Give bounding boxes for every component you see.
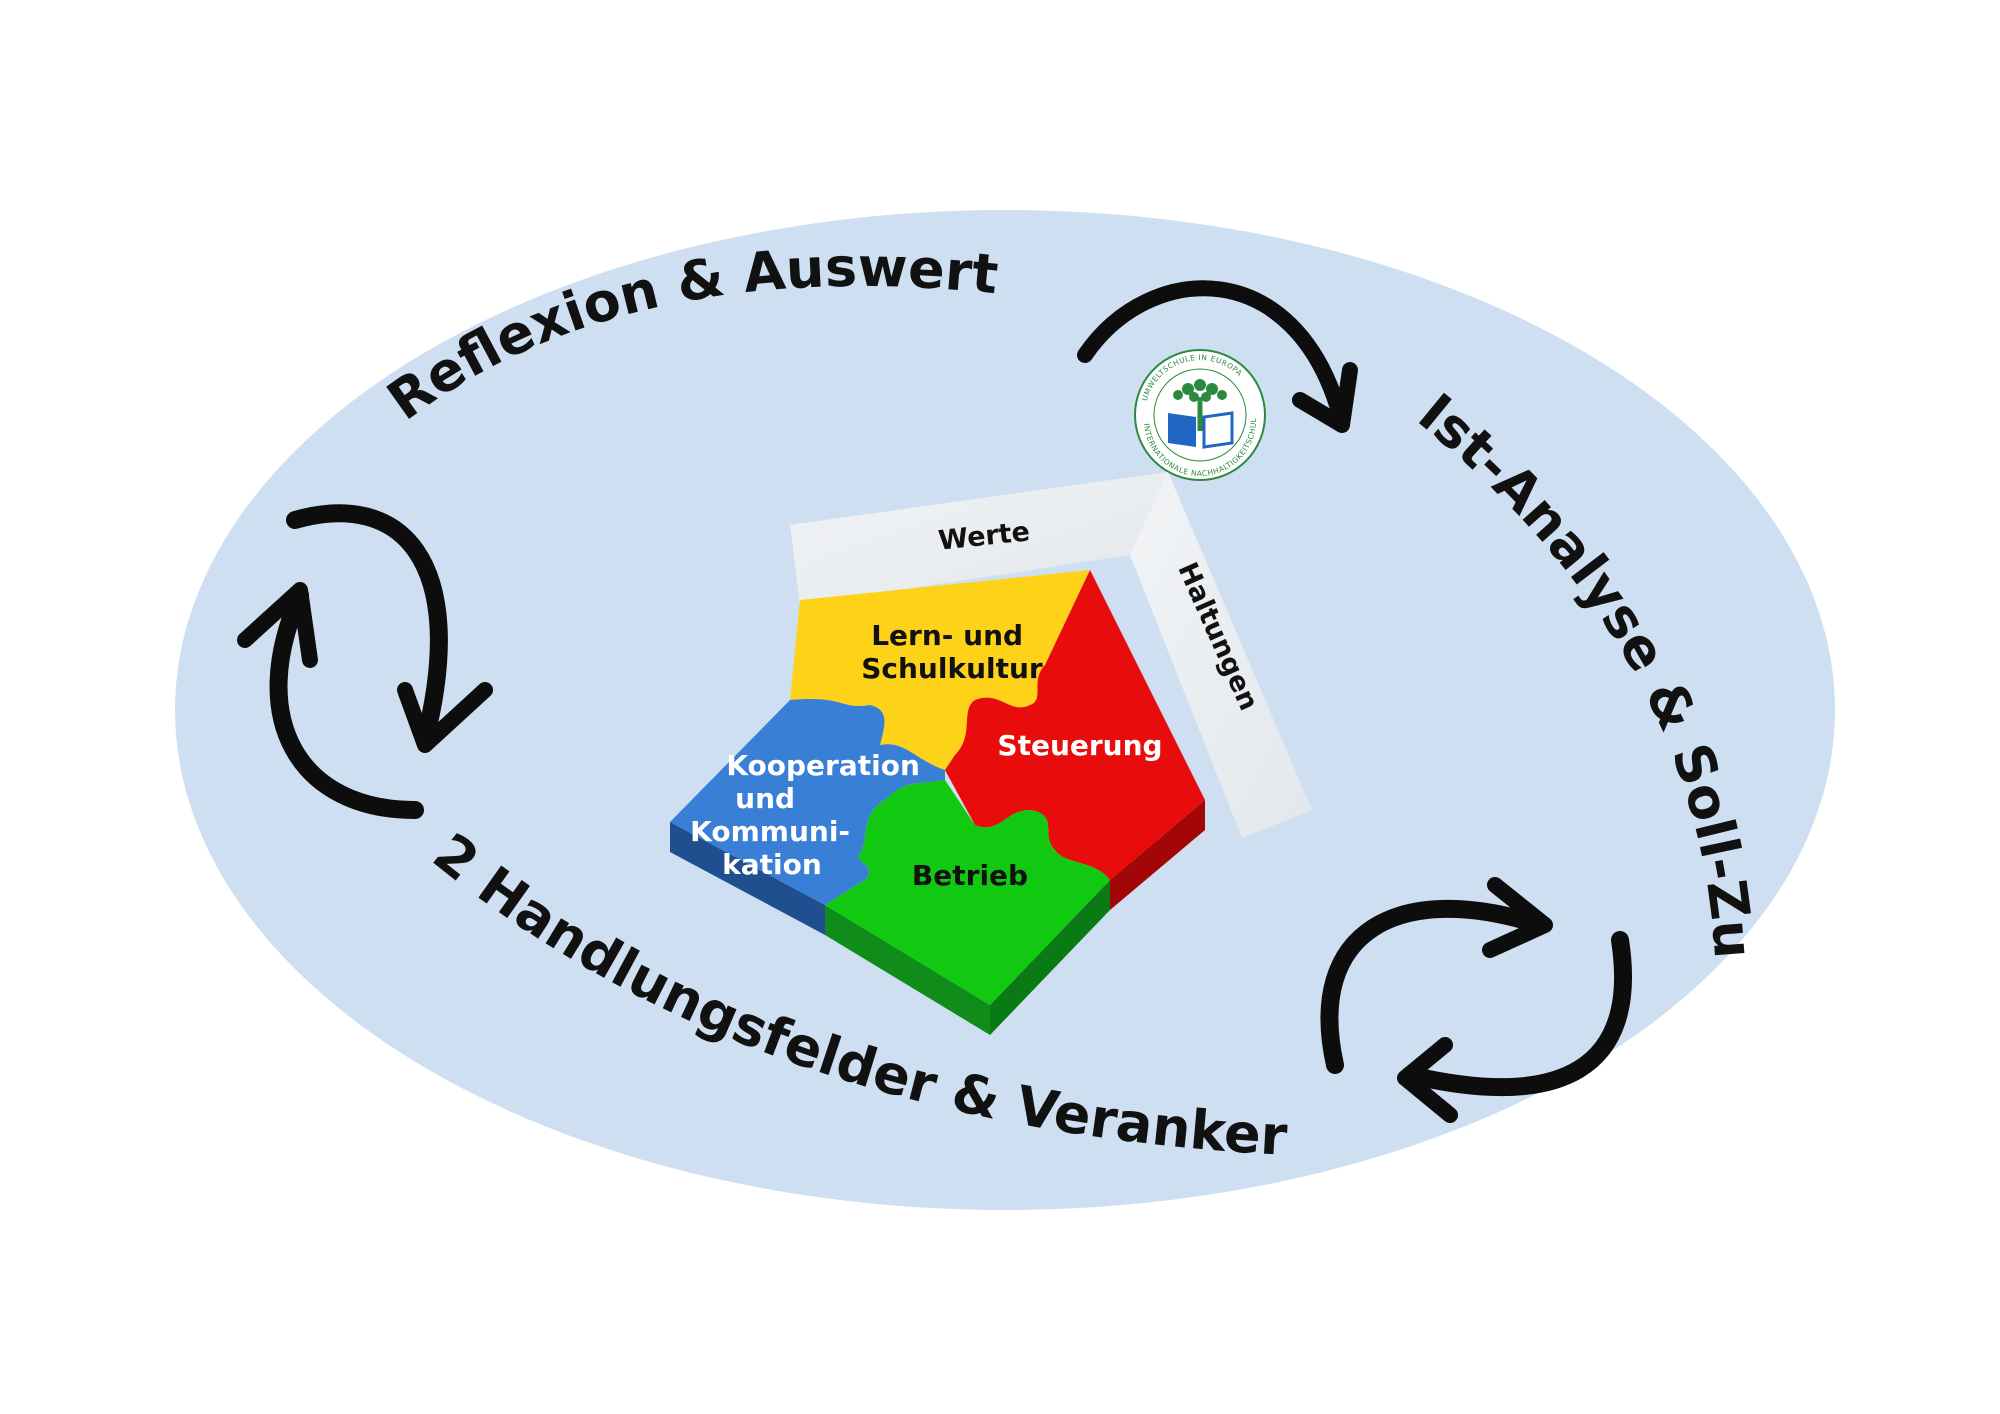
piece-betrieb: [825, 780, 1110, 1005]
piece-steuerung: [945, 570, 1205, 880]
house-side-green: [825, 905, 990, 1035]
cycle-arrow-right-lower-icon: [1397, 931, 1633, 1123]
band-werte: [790, 472, 1168, 605]
cycle-arrow-top-icon: [1077, 280, 1358, 433]
piece-lernkultur-label: Lern- und Schulkultur: [861, 619, 1043, 685]
piece-steuerung-label: Steuerung: [997, 729, 1162, 762]
house-side-blue: [670, 822, 825, 935]
band-haltungen: [1130, 472, 1312, 838]
house-side-green-right: [990, 880, 1110, 1035]
umweltschule-logo: UMWELTSCHULE IN EUROPA INTERNATIONALE NA…: [1134, 349, 1266, 481]
piece-betrieb-label: Betrieb: [912, 859, 1028, 892]
piece-kooperation-label: Kooperation und Kommuni- kation: [690, 749, 929, 881]
puzzle-house: Werte Haltungen Lern- und Schulkultur St…: [670, 472, 1312, 1035]
cycle-arrow-right-upper-icon: [1320, 877, 1553, 1074]
piece-kooperation: [670, 698, 945, 905]
tree-icon: [1173, 379, 1227, 431]
house-side-red: [1110, 800, 1205, 910]
cycle-arrow-left-lower-icon: [237, 582, 424, 819]
cycle-arrow-left-upper-icon: [286, 504, 493, 753]
book-icon: [1168, 411, 1234, 449]
piece-lernkultur: [790, 570, 1090, 770]
